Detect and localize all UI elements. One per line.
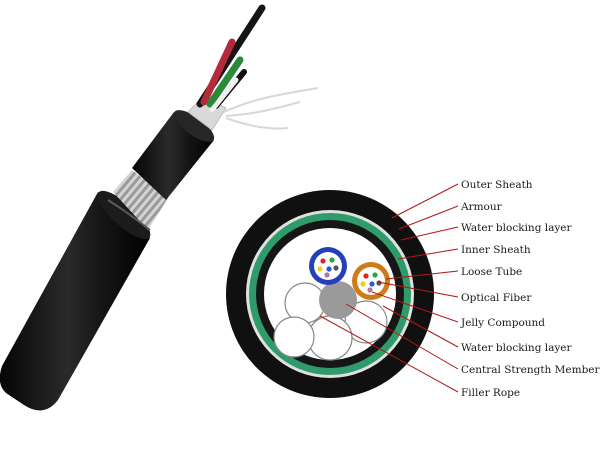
leader-line xyxy=(400,226,459,241)
label-armour-1: Armour xyxy=(460,201,503,213)
label-jelly-compound-6: Jelly Compound xyxy=(460,317,545,329)
optical-fiber xyxy=(367,287,373,293)
label-loose-tube-4: Loose Tube xyxy=(461,266,522,278)
leader-lines xyxy=(319,183,459,393)
leader-line xyxy=(377,281,459,298)
leader-line xyxy=(319,315,459,393)
label-central-strength-member-8: Central Strength Member xyxy=(461,364,600,376)
armour-tape xyxy=(113,170,168,230)
inner-sheath-end xyxy=(173,110,215,142)
armour-edge xyxy=(107,199,151,231)
cable-cross-section xyxy=(226,190,434,398)
optical-fiber xyxy=(320,258,326,264)
leader-line xyxy=(397,248,459,260)
optical-fiber xyxy=(326,266,332,272)
leader-line xyxy=(371,291,459,323)
loose-tube-green xyxy=(206,56,244,108)
optical-fiber xyxy=(333,265,339,271)
filler-rope xyxy=(273,316,315,358)
label-water-blocking-layer-7: Water blocking layer xyxy=(461,342,573,354)
leader-line xyxy=(398,205,459,230)
label-outer-sheath-0: Outer Sheath xyxy=(461,179,533,191)
optical-fiber xyxy=(329,257,335,263)
optical-fiber xyxy=(360,281,366,287)
optical-fiber xyxy=(372,272,378,278)
loose-tube-red xyxy=(200,38,236,106)
optical-fiber xyxy=(317,266,323,272)
label-water-blocking-layer-2: Water blocking layer xyxy=(461,222,573,234)
cable-side-view xyxy=(0,4,319,411)
central-strength-member xyxy=(319,281,357,319)
label-inner-sheath-3: Inner Sheath xyxy=(461,244,531,256)
optical-fiber xyxy=(363,273,369,279)
optical-fiber xyxy=(369,281,375,287)
jelly-compound xyxy=(357,267,385,295)
label-filler-rope-9: Filler Rope xyxy=(461,387,520,399)
outer-sheath-jacket xyxy=(0,192,150,411)
jelly-compound xyxy=(314,252,342,280)
optical-fiber xyxy=(324,272,330,278)
leader-line xyxy=(345,303,459,370)
label-optical-fiber-5: Optical Fiber xyxy=(461,292,532,304)
optical-fiber xyxy=(376,280,382,286)
leader-line xyxy=(385,270,459,280)
leader-line xyxy=(382,305,459,348)
leader-line xyxy=(391,183,459,219)
loose-tube-white xyxy=(209,77,239,113)
filler-rope xyxy=(307,315,353,361)
filler-yarn xyxy=(223,87,319,130)
